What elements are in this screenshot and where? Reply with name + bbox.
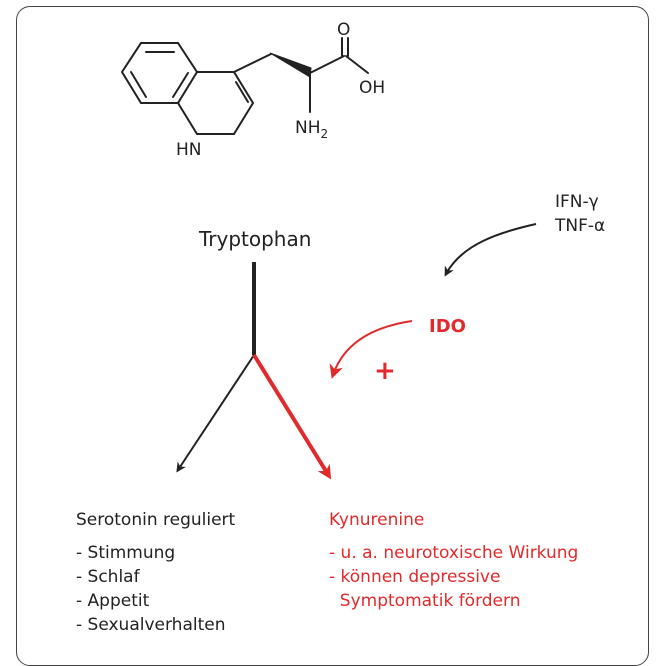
tnf-alpha-label: TNF-α	[555, 216, 606, 236]
tryptophan-structure	[120, 37, 369, 135]
wedge-bond-fill	[269, 52, 312, 78]
serotonin-item: - Schlaf	[76, 567, 140, 587]
kynurenine-title: Kynurenine	[329, 510, 425, 530]
ring-nh-label: HN	[176, 140, 202, 160]
serotonin-arrow	[176, 354, 255, 473]
kynurenine-item: Symptomatik fördern	[329, 591, 521, 611]
serotonin-title: Serotonin reguliert	[76, 510, 236, 530]
serotonin-item: - Appetit	[76, 591, 150, 611]
ido-arrow	[329, 320, 413, 379]
ifn-gamma-label: IFN-γ	[555, 192, 599, 212]
serotonin-item: - Stimmung	[76, 543, 176, 563]
serotonin-item: - Sexualverhalten	[76, 615, 226, 635]
hydroxyl-label: OH	[359, 78, 385, 98]
dihydro-ring	[177, 71, 255, 135]
ido-label: IDO	[429, 316, 466, 337]
cytokine-arrow	[444, 223, 537, 277]
amine-label: NH2	[295, 118, 328, 141]
kynurenine-item: - können depressive	[329, 567, 501, 587]
kynurenine-item: - u. a. neurotoxische Wirkung	[329, 543, 579, 563]
enzyme-effect-plus: +	[374, 356, 396, 386]
carbonyl-oxygen-label: O	[337, 20, 350, 40]
tryptophan-label: Tryptophan	[199, 227, 312, 251]
kynurenine-arrow	[252, 353, 332, 480]
diagram-canvas: O OH NH2 HN	[120, 20, 537, 480]
